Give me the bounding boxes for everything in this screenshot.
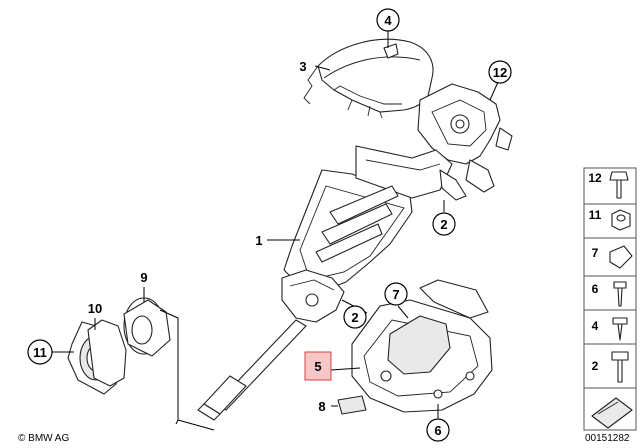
callout-3[interactable]: 3	[299, 59, 306, 74]
pad-part	[337, 395, 367, 415]
bearing-set-part	[67, 297, 171, 395]
legend-item-7[interactable]: 7	[592, 245, 633, 269]
callout-2-upper-label: 2	[440, 217, 447, 232]
legend-item-7-label: 7	[592, 246, 599, 260]
legend-item-6[interactable]: 6	[592, 281, 627, 307]
callout-8-label: 8	[318, 399, 325, 414]
lower-shroud-part	[351, 279, 493, 413]
callout-9[interactable]: 9	[140, 270, 147, 285]
legend-item-2-label: 2	[592, 359, 599, 373]
shim-icon	[591, 397, 633, 429]
callout-7[interactable]: 7	[384, 282, 408, 306]
bolt-icon	[611, 351, 629, 383]
callout-2-lower-label: 2	[351, 310, 358, 325]
callout-12[interactable]: 12	[488, 60, 512, 84]
screw-icon	[613, 281, 627, 307]
legend-item-12[interactable]: 12	[588, 171, 629, 199]
callout-10[interactable]: 10	[88, 301, 102, 316]
callout-3-label: 3	[299, 59, 306, 74]
callout-4-label: 4	[384, 13, 392, 28]
legend-item-4-label: 4	[592, 319, 599, 333]
legend-item-11[interactable]: 11	[589, 208, 631, 231]
hex-bolt-icon	[609, 171, 629, 199]
callout-2-lower[interactable]: 2	[343, 305, 367, 329]
callout-10-label: 10	[88, 301, 102, 316]
legend-item-2[interactable]: 2	[592, 351, 629, 383]
self-tapping-screw-icon	[612, 317, 628, 341]
diagram-number: 00151282	[585, 433, 630, 444]
legend-item-4[interactable]: 4	[592, 317, 628, 341]
steering-lock-mechanism-part	[417, 83, 513, 193]
callout-6-label: 6	[434, 423, 441, 438]
callout-4[interactable]: 4	[376, 8, 400, 32]
callout-5-highlighted[interactable]: 5	[304, 351, 332, 381]
legend-item-11-label: 11	[589, 208, 602, 222]
callout-2-upper[interactable]: 2	[432, 212, 456, 236]
clip-nut-icon	[609, 245, 633, 269]
callout-5-label: 5	[314, 359, 321, 374]
callout-9-label: 9	[140, 270, 147, 285]
callout-11[interactable]: 11	[27, 339, 53, 365]
legend-item-12-label: 12	[588, 171, 602, 185]
callout-1[interactable]: 1	[255, 233, 262, 248]
fastener-legend: 12 11 7 6 4 2	[583, 167, 637, 431]
callout-11-label: 11	[33, 345, 47, 360]
callout-12-label: 12	[493, 65, 507, 80]
upper-shroud-part	[303, 38, 434, 119]
copyright-text: © BMW AG	[18, 433, 69, 444]
callout-7-label: 7	[392, 287, 399, 302]
steering-column-part	[197, 145, 467, 421]
callout-1-label: 1	[255, 233, 262, 248]
legend-item-6-label: 6	[592, 282, 599, 296]
callout-8[interactable]: 8	[318, 399, 325, 414]
callout-6[interactable]: 6	[426, 418, 450, 442]
